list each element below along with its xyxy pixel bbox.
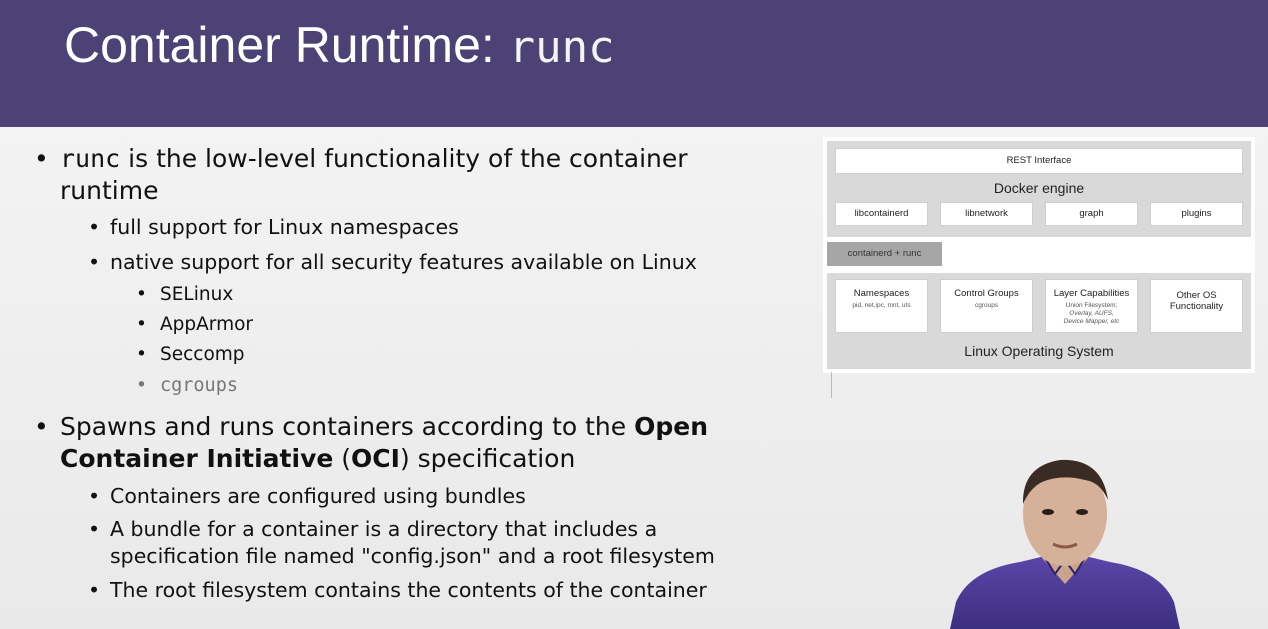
list-item-seccomp: Seccomp (160, 344, 245, 365)
bullet-dot: • (88, 484, 101, 508)
libnetwork-box: libnetwork (940, 202, 1033, 226)
bullet-dot: • (88, 578, 101, 602)
presenter-neck (1042, 558, 1088, 584)
namespaces-sub: pid, net,ipc, mnt, uts (852, 302, 911, 309)
sub-bullet-rootfs: The root filesystem contains the content… (110, 578, 707, 602)
sub-bullet-bundles: Containers are configured using bundles (110, 484, 526, 508)
bullet-text: ) specification (399, 444, 576, 473)
bullet-text: is the low-level functionality of the co… (120, 144, 688, 173)
list-item-selinux: SELinux (160, 284, 234, 305)
sub-bullet-namespaces: full support for Linux namespaces (110, 215, 459, 239)
presenter-eye-right (1076, 509, 1088, 515)
layer-capabilities-sub: Union Filesystem; (1065, 302, 1118, 309)
bullet-dot: • (34, 144, 49, 173)
docker-engine-label: Docker engine (993, 180, 1085, 196)
layer-capabilities-sub3: Device Mapper, etc (1063, 318, 1120, 325)
layer-capabilities-sub2: Overlay, AUFS, (1069, 310, 1114, 317)
libcontainerd-box: libcontainerd (835, 202, 928, 226)
bullet-oci-line2: Container Initiative (OCI) specification (60, 443, 575, 474)
bullet-oci-line1: Spawns and runs containers according to … (60, 411, 708, 442)
layer-capabilities-box: Layer Capabilities Union Filesystem; Ove… (1045, 279, 1138, 333)
rest-interface-box: REST Interface (835, 148, 1243, 174)
docker-architecture-diagram: REST Interface Docker engine libcontaine… (823, 137, 1255, 373)
sub-bullet-bundle-dir-line1: A bundle for a container is a directory … (110, 517, 658, 541)
control-groups-title: Control Groups (954, 288, 1019, 299)
presenter-hair (1022, 459, 1108, 504)
sub-bullet-bundle-dir-line2: specification file named "config.json" a… (110, 544, 715, 568)
plugins-box: plugins (1150, 202, 1243, 226)
title-text: Container Runtime: (64, 17, 509, 73)
bold-container-initiative: Container Initiative (60, 444, 334, 473)
bullet-dot: • (136, 284, 147, 305)
containerd-runc-box: containerd + runc (827, 242, 942, 266)
slide-header: Container Runtime: runc (0, 0, 1268, 127)
diagram-edge-line (831, 372, 832, 398)
other-os-title2: Functionality (1169, 301, 1224, 312)
presenter-shirt (950, 556, 1180, 629)
slide-title: Container Runtime: runc (64, 16, 615, 74)
bullet-dot: • (136, 344, 147, 365)
bullet-dot: • (88, 250, 101, 274)
other-os-box: Other OS Functionality (1150, 279, 1243, 333)
bullet-text: ( (333, 444, 352, 473)
graph-box: graph (1045, 202, 1138, 226)
list-item-apparmor: AppArmor (160, 314, 254, 335)
namespaces-box: Namespaces pid, net,ipc, mnt, uts (835, 279, 928, 333)
bullet-text: Spawns and runs containers according to … (60, 412, 635, 441)
list-item-cgroups: cgroups (160, 375, 238, 396)
presenter-eye-left (1042, 509, 1054, 515)
bold-open: Open (634, 412, 709, 441)
bullet-dot: • (34, 412, 49, 441)
control-groups-sub: cgroups (974, 302, 999, 309)
bullet-runc-line2: runtime (60, 176, 159, 205)
presenter-mouth (1052, 542, 1078, 549)
code-runc: runc (60, 144, 121, 173)
bullet-dot: • (88, 517, 101, 541)
presenter-face (1023, 462, 1107, 566)
namespaces-title: Namespaces (853, 288, 910, 299)
bullet-dot: • (136, 375, 147, 396)
bullet-runc-line1: runc is the low-level functionality of t… (60, 143, 688, 174)
presenter-video (950, 459, 1180, 629)
bullet-dot: • (136, 314, 147, 335)
sub-bullet-security: native support for all security features… (110, 250, 697, 274)
control-groups-box: Control Groups cgroups (940, 279, 1033, 333)
bold-oci: OCI (351, 444, 400, 473)
bullet-dot: • (88, 215, 101, 239)
layer-capabilities-title: Layer Capabilities (1053, 288, 1130, 299)
linux-os-label: Linux Operating System (964, 343, 1114, 359)
other-os-title: Other OS (1176, 290, 1217, 301)
title-code: runc (508, 22, 615, 73)
